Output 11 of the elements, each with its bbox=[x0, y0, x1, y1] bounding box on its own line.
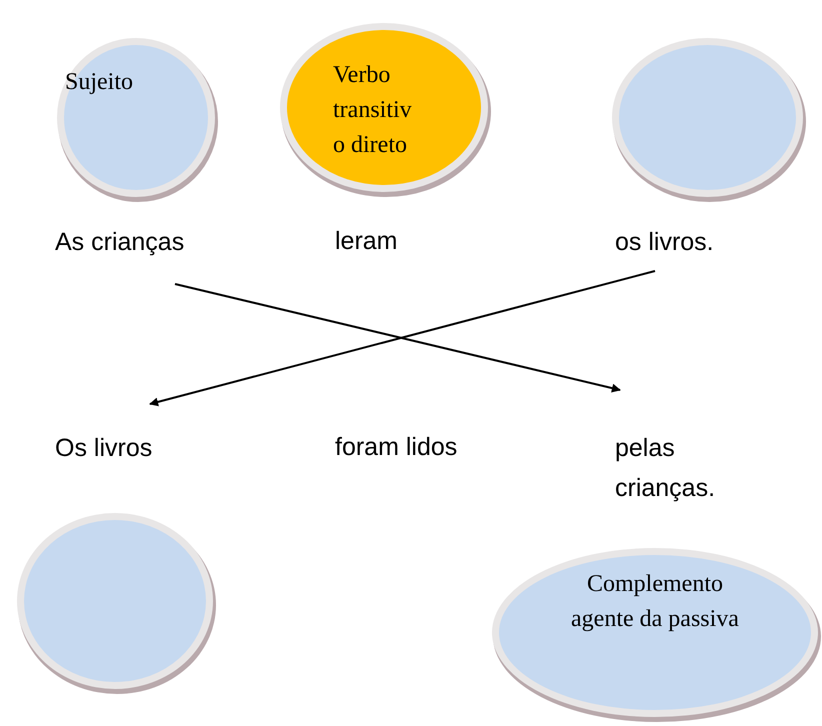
sentence-word: os livros. bbox=[615, 227, 715, 258]
ellipse-label: Complemento agente da passiva bbox=[570, 570, 740, 634]
sentence-word: leram bbox=[335, 227, 398, 256]
sentence-word: foram lidos bbox=[335, 433, 458, 462]
sentence-word: pelas crianças. bbox=[615, 433, 716, 504]
ellipse-label: Sujeito bbox=[65, 68, 134, 97]
ellipse-label: Verbo transitivo direto bbox=[333, 61, 413, 160]
sentence-word: Os livros bbox=[55, 433, 154, 464]
arrow bbox=[149, 270, 656, 406]
sentence-word: As crianças bbox=[55, 227, 186, 258]
arrow bbox=[174, 283, 621, 392]
